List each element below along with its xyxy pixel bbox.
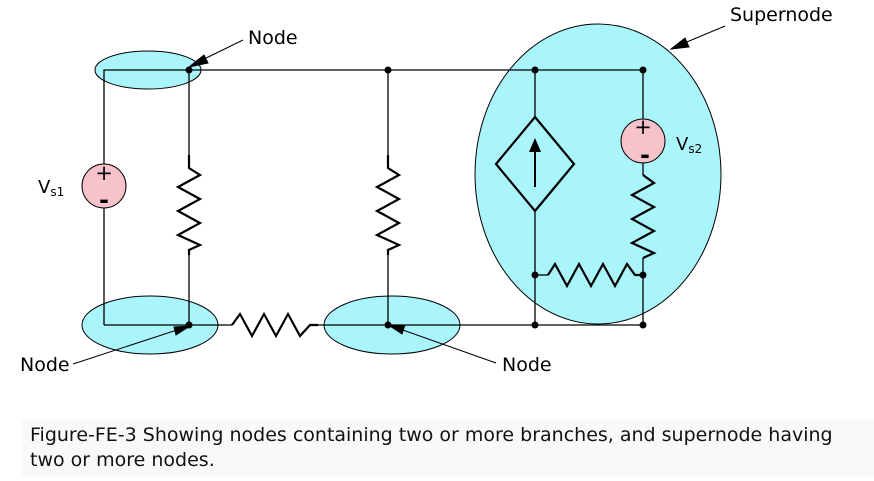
arrow-supernode — [681, 25, 726, 45]
pointer-arrows — [72, 25, 726, 365]
vs1-plus: + — [95, 161, 113, 185]
resistor-supernode-vertical — [629, 174, 657, 260]
label-node-bottom-right: Node — [502, 354, 552, 376]
label-vs1: Vs1 — [38, 177, 64, 199]
resistors — [175, 155, 657, 339]
label-vs1-sub: s1 — [50, 185, 64, 199]
voltage-source-vs1: + - — [81, 161, 127, 214]
vs2-minus: - — [640, 141, 650, 169]
wires — [103, 69, 644, 326]
vs1-minus: - — [99, 186, 109, 214]
label-node-top: Node — [248, 27, 298, 49]
supernode-region — [474, 23, 722, 325]
circuit-diagram: + - + - Node Supernode Node Node Vs1 Vs2 — [20, 4, 833, 376]
label-supernode: Supernode — [730, 4, 833, 26]
vs2-plus: + — [634, 115, 652, 139]
label-node-bottom-left: Node — [20, 354, 70, 376]
label-vs1-main: V — [38, 177, 51, 198]
resistor-left-vertical — [175, 155, 203, 255]
label-vs2: Vs2 — [676, 134, 702, 156]
voltage-source-vs2: + - — [620, 115, 666, 169]
figure-caption: Figure-FE-3 Showing nodes containing two… — [22, 420, 874, 476]
resistor-supernode-horizontal — [547, 261, 643, 289]
dependent-current-source — [494, 115, 576, 213]
resistor-middle-vertical — [374, 155, 402, 255]
label-vs2-sub: s2 — [688, 142, 702, 156]
arrow-node-bottom-right — [399, 328, 497, 364]
arrow-node-bottom-left — [72, 328, 181, 365]
label-vs2-main: V — [676, 134, 689, 155]
resistor-bottom-horizontal — [231, 311, 318, 339]
